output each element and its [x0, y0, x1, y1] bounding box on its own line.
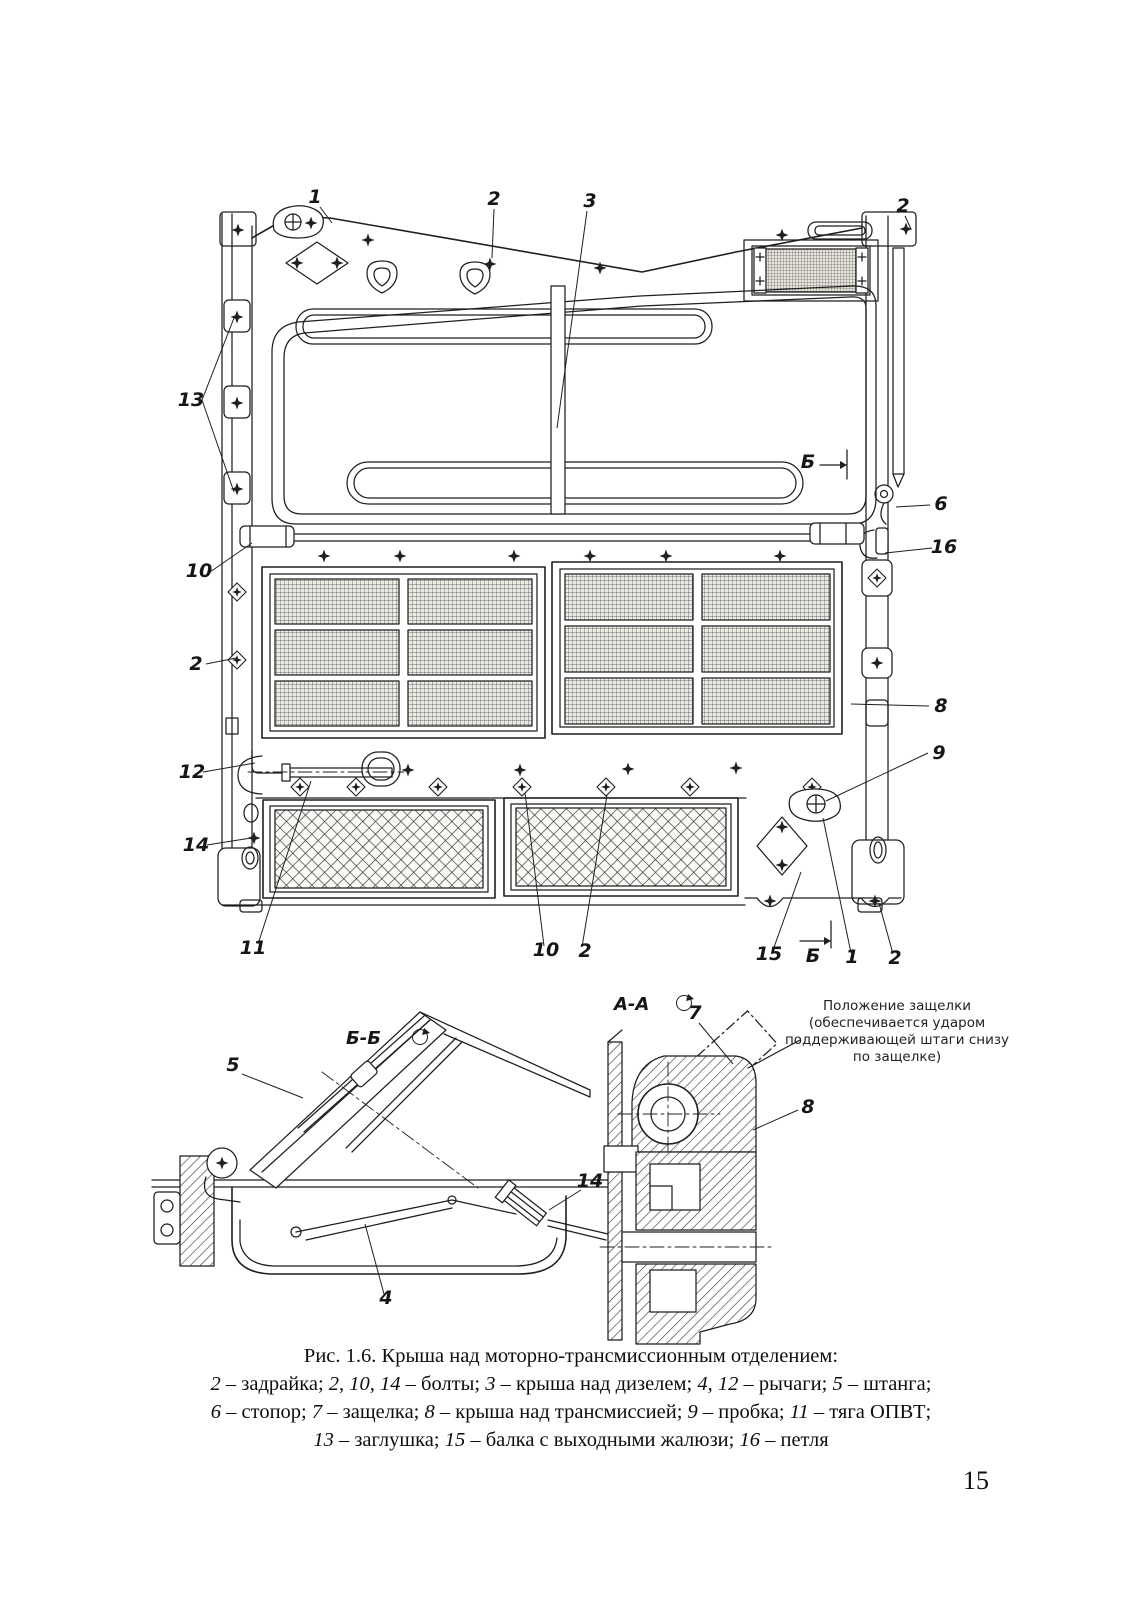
- callout-label-3: 3: [583, 190, 596, 212]
- callout-label-6: 6: [934, 493, 947, 515]
- callout-leader: [364, 1223, 385, 1295]
- latch-note-line: Положение защелки: [823, 998, 971, 1014]
- center-strip: [550, 285, 566, 515]
- callout-leader: [884, 547, 933, 554]
- callout-label-14: 14: [577, 1170, 603, 1192]
- hinge-loop: [859, 529, 878, 559]
- callout-leader: [201, 399, 235, 493]
- louvre-panel-right: [503, 797, 739, 897]
- latch-note-line: поддерживающей штаги снизу: [785, 1032, 1009, 1048]
- callout-label-11: 11: [240, 937, 266, 959]
- section-marker-b-top: [819, 449, 848, 480]
- callout-label-10: 10: [186, 560, 212, 582]
- section-bb-drawing: [151, 1011, 609, 1275]
- callout-leader: [772, 871, 802, 951]
- figure-legend-line: 13 – заглушка; 15 – балка с выходными жа…: [313, 1429, 829, 1451]
- section-bb-callouts: 5 4 14: [226, 1054, 603, 1309]
- callout-leader: [209, 542, 253, 573]
- callout-leader: [752, 1109, 799, 1131]
- callout-leader: [524, 792, 545, 947]
- lever-4: [295, 1199, 517, 1233]
- callout-label-1: 1: [308, 186, 321, 208]
- callout-label-15: 15: [756, 943, 782, 965]
- figure-legend-line: 6 – стопор; 7 – защелка; 8 – крыша над т…: [210, 1401, 932, 1423]
- rear-lug: [788, 788, 841, 822]
- rear-diamond-plate: [756, 816, 808, 876]
- callout-leader: [581, 794, 608, 948]
- callout-label-Б: Б: [806, 945, 820, 967]
- callout-leader: [548, 1189, 582, 1211]
- section-aa-callouts: 78: [688, 1002, 815, 1131]
- section-aa-drawing: [599, 1010, 801, 1345]
- diesel-roof-panel: [271, 285, 877, 525]
- intake-grille-right: [551, 561, 843, 735]
- callout-label-13: 13: [178, 389, 204, 411]
- callout-label-Б: Б: [801, 451, 815, 473]
- callout-leader: [201, 317, 235, 401]
- callout-leader: [850, 703, 930, 707]
- callout-label-14: 14: [183, 834, 209, 856]
- figure-caption: Рис. 1.6. Крыша над моторно-трансмиссион…: [70, 1342, 1072, 1454]
- callout-label-1: 1: [845, 946, 858, 968]
- louvre-panel-left: [262, 799, 496, 899]
- callout-label-2: 2: [578, 940, 591, 962]
- section-marker-b-bottom: [799, 920, 832, 949]
- callout-label-2: 2: [888, 947, 901, 969]
- callout-leader: [878, 902, 894, 955]
- callout-label-8: 8: [801, 1096, 814, 1118]
- callout-leader: [206, 837, 252, 846]
- intake-grille-left: [261, 566, 546, 739]
- figure-legend-line: 2 – задрайка; 2, 10, 14 – болты; 3 – кры…: [210, 1373, 932, 1395]
- oval-handle: [361, 751, 401, 787]
- section-bb-title: Б-Б: [346, 1028, 381, 1049]
- callout-leader: [202, 762, 256, 773]
- callout-label-16: 16: [931, 536, 957, 558]
- callout-leader: [491, 208, 495, 259]
- callout-label-2: 2: [896, 195, 909, 217]
- latch-note-line: (обеспечивается ударом: [809, 1015, 985, 1031]
- callout-label-8: 8: [934, 695, 947, 717]
- hinge-bar: [239, 522, 865, 548]
- lifting-lug: [273, 206, 323, 238]
- diamond-plate: [285, 241, 349, 285]
- callout-leader: [556, 210, 588, 429]
- callout-leader: [904, 215, 912, 230]
- handle-shield: [366, 260, 398, 294]
- section-aa-title: А-А: [612, 994, 649, 1015]
- note-leader: [747, 1039, 801, 1069]
- stopper: [874, 484, 894, 504]
- callout-label-2: 2: [189, 653, 202, 675]
- callout-leader: [257, 780, 312, 945]
- callout-leader: [319, 206, 333, 224]
- callout-leader: [698, 1022, 734, 1065]
- callout-leader: [241, 1073, 304, 1099]
- latch-note-line: по защелке): [853, 1049, 941, 1065]
- callout-leader: [822, 817, 852, 954]
- main-view-drawing: [217, 206, 917, 949]
- page-number: 15: [963, 1466, 989, 1495]
- callout-label-9: 9: [932, 742, 945, 764]
- callout-label-4: 4: [378, 1287, 392, 1309]
- callout-leader: [825, 752, 929, 802]
- callout-label-5: 5: [226, 1054, 239, 1076]
- bolt-14: [494, 1179, 548, 1227]
- callout-label-10: 10: [533, 939, 559, 961]
- exhaust-grille: [743, 239, 879, 302]
- callout-label-2: 2: [487, 188, 500, 210]
- tray-outline: [231, 1186, 567, 1275]
- callout-label-7: 7: [688, 1002, 702, 1024]
- opvt-rod-assembly: [247, 749, 405, 782]
- callout-leader: [205, 657, 237, 665]
- callout-label-12: 12: [179, 761, 205, 783]
- figure-caption-title: Рис. 1.6. Крыша над моторно-трансмиссион…: [303, 1345, 839, 1367]
- callout-leader: [895, 504, 931, 508]
